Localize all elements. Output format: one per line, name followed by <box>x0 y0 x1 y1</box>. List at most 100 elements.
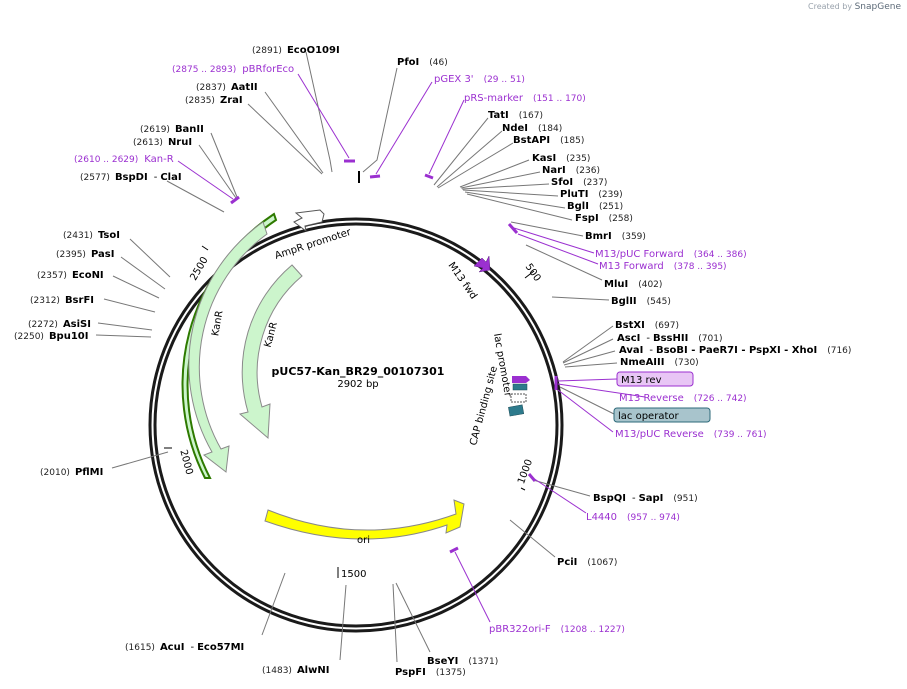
primer-line-prs-marker <box>428 99 465 175</box>
kanr-feature-inner <box>238 264 303 440</box>
site-acui: (1615)AcuI-Eco57MI <box>125 642 244 653</box>
cap-site-label: CAP binding site <box>468 365 500 447</box>
lac-promoter-feature <box>510 393 527 403</box>
site-line-bgli <box>464 191 566 209</box>
primer-m13-puc-reverse: M13/pUC Reverse(739 .. 761) <box>615 429 767 440</box>
site-line-bseyi <box>395 582 431 653</box>
site-bsrfi: (2312)BsrFI <box>30 295 94 306</box>
tick-1000: 1000 <box>516 458 535 491</box>
m13-fwd-label: M13 fwd <box>446 260 479 301</box>
site-nrui: (2613)NruI <box>133 137 192 148</box>
site-bgli: BglI(251) <box>567 201 623 212</box>
lac-operator-box-label: lac operator <box>618 411 679 422</box>
primer-mark-pgex3 <box>369 174 381 179</box>
site-bspqi: BspQI-SapI(951) <box>593 493 698 504</box>
primer-mark-prs-marker <box>424 173 434 180</box>
site-pasi: (2395)PasI <box>56 249 114 260</box>
site-bmri: BmrI(359) <box>585 231 646 242</box>
site-line-tsoi <box>129 238 171 278</box>
site-bpu10i: (2250)Bpu10I <box>14 331 88 342</box>
site-zrai: (2835)ZraI <box>185 95 243 106</box>
site-nari: NarI(236) <box>542 165 600 176</box>
primer-prs-marker: pRS-marker(151 .. 170) <box>464 93 586 104</box>
site-bseyi: BseYI(1371) <box>427 656 498 667</box>
site-line-avai <box>563 350 616 366</box>
lac-operator-line <box>559 386 615 415</box>
site-line-pfoi <box>362 67 398 173</box>
tick-label-1500: 1500 <box>341 569 366 580</box>
primer-line-m13-reverse <box>557 383 646 398</box>
site-line-bsrfi <box>103 298 156 313</box>
site-line-asisi <box>97 322 153 331</box>
tick-500: 500 <box>523 262 543 284</box>
credit-prefix: Created by <box>808 2 853 11</box>
site-line-pcii <box>509 519 556 558</box>
site-line-sfoi <box>461 183 550 190</box>
primer-line-pbrforeco <box>297 73 350 159</box>
site-sfoi: SfoI(237) <box>551 177 607 188</box>
site-asci: AscI-BssHII(701) <box>617 333 723 344</box>
site-line-pluti <box>462 189 559 197</box>
site-econi: (2357)EcoNI <box>37 270 104 281</box>
primer-mark-l4440 <box>527 473 537 482</box>
site-line-pflmi <box>111 451 169 469</box>
site-line-bstxi <box>562 325 614 363</box>
site-line-nrui <box>198 144 237 199</box>
site-aatii: (2837)AatII <box>196 82 258 93</box>
primer-kan-r: (2610 .. 2629)Kan-R <box>74 154 174 165</box>
site-line-aatii <box>264 91 324 174</box>
site-line-bglii <box>551 296 610 301</box>
primer-line-m13-puc-reverse <box>557 389 614 433</box>
plasmid-length: 2902 bp <box>337 379 378 390</box>
backbone-outer-strand <box>148 217 564 633</box>
tick-label-2000: 2000 <box>177 449 194 476</box>
site-bglii: BglII(545) <box>611 296 671 307</box>
primer-m13-reverse: M13 Reverse(726 .. 742) <box>619 393 747 404</box>
m13-rev-box-label: M13 rev <box>621 375 662 386</box>
m13-fwd-arrow <box>473 255 491 273</box>
backbone-inner-strand <box>153 222 559 628</box>
site-line-acui <box>261 572 286 636</box>
site-line-asci <box>562 338 614 364</box>
tick-2000: 2000 <box>164 447 195 476</box>
site-line-alwni <box>339 584 347 661</box>
primer-pbrforeco: (2875 .. 2893)pBRforEco <box>172 64 294 75</box>
primer-m13-forward: M13 Forward(378 .. 395) <box>599 261 727 272</box>
site-fspi: FspI(258) <box>575 213 633 224</box>
kanr-feature-outer <box>188 221 268 473</box>
tick-label-500: 500 <box>523 262 543 284</box>
primer-line-kan-r <box>177 160 234 200</box>
primer-pbr322ori-f: pBR322ori-F(1208 .. 1227) <box>489 624 625 635</box>
site-line-fspi <box>466 193 573 221</box>
primer-line-m13-puc-forward <box>513 227 595 254</box>
snapgene-credit: Created by SnapGene <box>808 2 901 12</box>
primer-m13-puc-forward: M13/pUC Forward(364 .. 386) <box>595 249 747 260</box>
site-line-bpu10i <box>95 334 152 338</box>
site-ndei: NdeI(184) <box>502 123 562 134</box>
site-asisi: (2272)AsiSI <box>28 319 91 330</box>
cap-binding-feature <box>508 404 525 417</box>
site-tati: TatI(167) <box>488 110 543 121</box>
site-nmeaiii: NmeAIII(730) <box>620 357 699 368</box>
tick-label-2500: 2500 <box>188 255 210 283</box>
primer-line-m13-forward <box>517 233 599 265</box>
site-line-tati <box>433 117 489 186</box>
primer-line-l4440 <box>532 477 587 514</box>
site-line-ndei <box>436 130 503 188</box>
site-line-bmri <box>510 221 584 237</box>
lac-operator-box: lac operator <box>613 407 711 423</box>
primer-line-m13-rev-box <box>557 378 618 382</box>
site-tsoi: (2431)TsoI <box>63 230 120 241</box>
primer-line-pbr322ori-f <box>454 551 491 623</box>
site-pfoi: PfoI(46) <box>397 57 448 68</box>
site-line-pasi <box>120 256 166 290</box>
lac-operator-feature <box>512 383 528 391</box>
site-line-zrai <box>247 103 323 175</box>
primer-mark-m13-puc-forward <box>507 223 519 234</box>
ori-label: ori <box>357 535 370 546</box>
site-line-bstapi <box>437 142 514 189</box>
site-line-pspfi <box>392 583 398 663</box>
site-banii: (2619)BanII <box>140 124 204 135</box>
kanr-label-outer: KanR <box>210 310 225 337</box>
site-line-nmeaiii <box>564 362 618 368</box>
